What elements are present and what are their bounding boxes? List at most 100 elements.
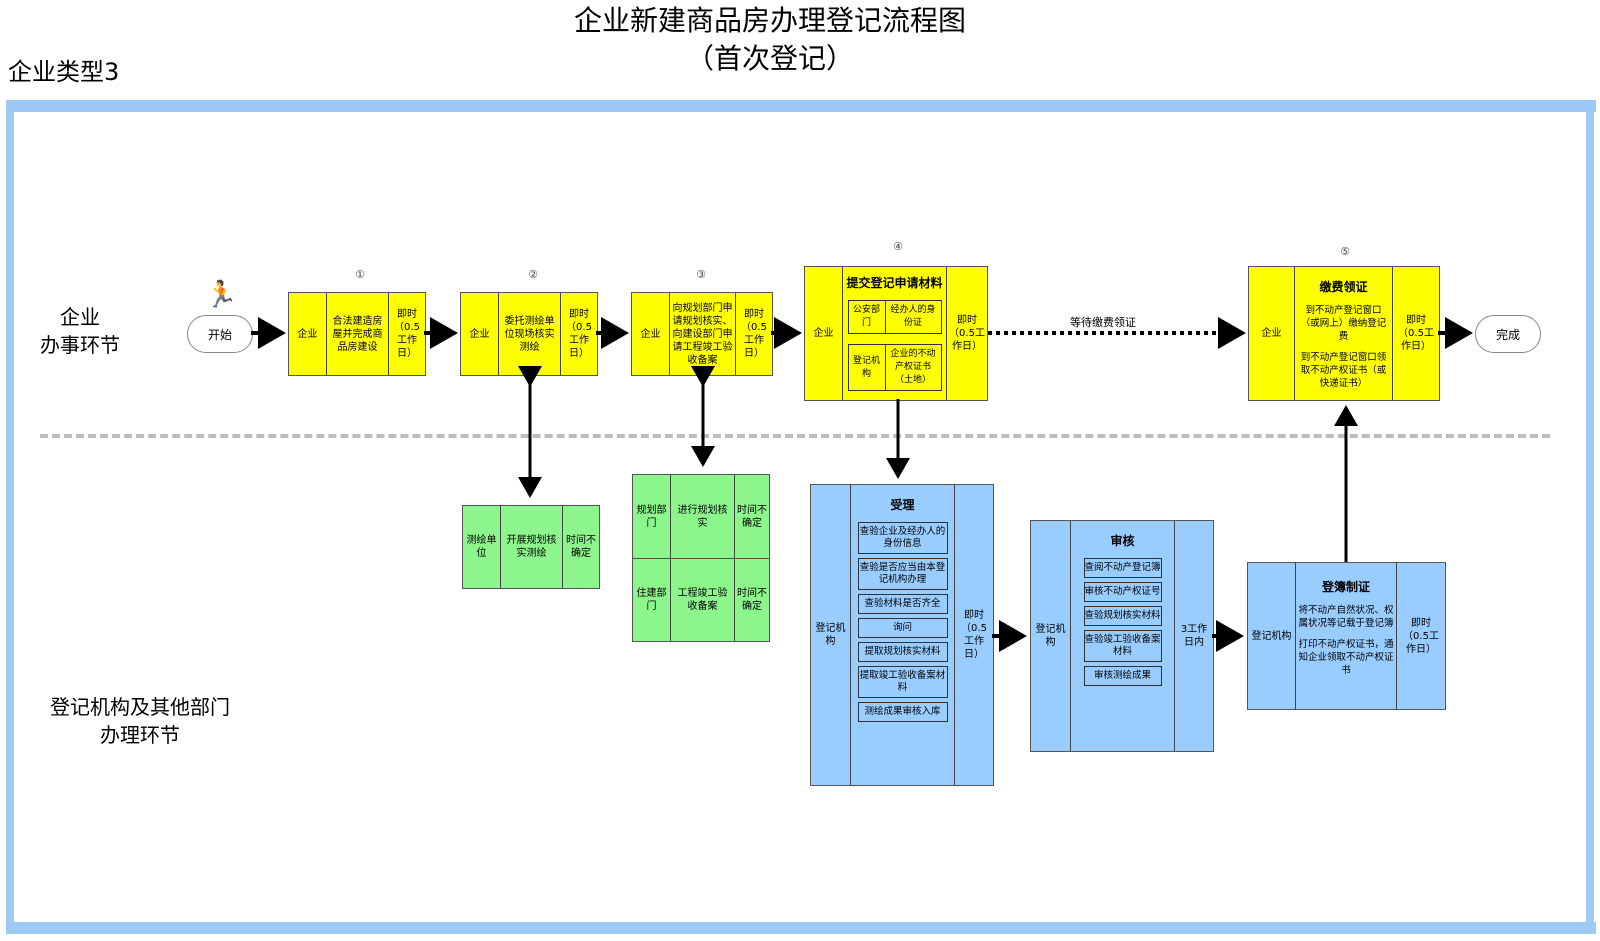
accept-box[interactable]: 登记机构 受理 查验企业及经办人的身份信息查验是否应当由本登记机构办理查验材料是… <box>810 484 994 786</box>
step-5-content: 缴费领证 到不动产登记窗口（或网上）缴纳登记费 到不动产登记窗口领取不动产权证书… <box>1295 267 1393 400</box>
wait-label: 等待缴费领证 <box>1070 316 1136 329</box>
accept-heading: 受理 <box>890 498 915 512</box>
step-1-task: 合法建造房屋并完成商品房建设 <box>327 293 389 375</box>
lane-top-line1: 企业 <box>60 305 100 329</box>
accept-items: 查验企业及经办人的身份信息查验是否应当由本登记机构办理查验材料是否齐全询问提取规… <box>857 518 948 726</box>
review-heading: 审核 <box>1110 534 1135 548</box>
step-number-4: ④ <box>893 240 903 253</box>
frame-border-bottom <box>6 922 1596 934</box>
register-time: 即时（0.5工作日） <box>1403 617 1439 655</box>
register-para-2: 打印不动产权证书，通知企业领取不动产权证书 <box>1298 639 1394 676</box>
end-node[interactable]: 完成 <box>1475 315 1541 353</box>
frame-border-left <box>6 100 14 925</box>
register-heading: 登簿制证 <box>1321 580 1370 594</box>
step-4-actor: 企业 <box>805 267 843 400</box>
sub-dept: 公安部门 <box>849 301 886 333</box>
departments-box[interactable]: 规划部门 进行规划核实 时间不确定 住建部门 工程竣工验收备案 时间不确定 <box>632 474 770 642</box>
accept-item: 提取规划核实材料 <box>857 642 948 662</box>
review-item: 查阅不动产登记簿 <box>1083 558 1162 578</box>
dept-actor: 住建部门 <box>633 559 671 641</box>
step-3-time: 即时（0.5工作日） <box>741 309 767 359</box>
step-2-actor: 企业 <box>461 293 499 375</box>
survey-unit-box[interactable]: 测绘单位 开展规划核实测绘 时间不确定 <box>462 505 600 589</box>
lane-label-registry: 登记机构及其他部门 办理环节 <box>40 693 240 749</box>
step-1-box[interactable]: 企业 合法建造房屋并完成商品房建设 即时（0.5工作日） <box>288 292 426 376</box>
step-5-para-2: 到不动产登记窗口领取不动产权证书（或快递证书） <box>1300 352 1387 389</box>
dept-task: 工程竣工验收备案 <box>671 559 735 641</box>
title-line1: 企业新建商品房办理登记流程图 <box>573 4 966 37</box>
step-number-5: ⑤ <box>1340 245 1350 258</box>
step-5-box[interactable]: 企业 缴费领证 到不动产登记窗口（或网上）缴纳登记费 到不动产登记窗口领取不动产… <box>1248 266 1440 401</box>
survey-actor: 测绘单位 <box>463 506 501 588</box>
title-line2: （首次登记） <box>685 42 854 75</box>
step-number-2: ② <box>528 268 538 281</box>
accept-time: 即时（0.5工作日） <box>961 610 987 660</box>
review-item: 审核测绘成果 <box>1083 666 1162 686</box>
diagram-title: 企业新建商品房办理登记流程图 （首次登记） <box>0 2 1540 78</box>
step-1-time: 即时（0.5工作日） <box>394 309 420 359</box>
step-4-sub-row-2: 登记机构 企业的不动产权证书（土地） <box>847 344 942 391</box>
survey-time: 时间不确定 <box>566 535 596 559</box>
lane-label-enterprise: 企业 办事环节 <box>30 303 130 359</box>
dept-row-housing: 住建部门 工程竣工验收备案 时间不确定 <box>633 559 769 641</box>
step-3-actor: 企业 <box>632 293 670 375</box>
review-actor: 登记机构 <box>1031 521 1071 751</box>
dept-actor: 规划部门 <box>633 475 671 558</box>
step-number-3: ③ <box>696 268 706 281</box>
dept-task: 进行规划核实 <box>671 475 735 558</box>
review-content: 审核 查阅不动产登记簿审核不动产权证号查验规划核实材料查验竣工验收备案材料审核测… <box>1071 521 1175 751</box>
dept-row-planning: 规划部门 进行规划核实 时间不确定 <box>633 475 769 559</box>
step-4-content: 提交登记申请材料 公安部门 经办人的身份证 登记机构 企业的不动产权证书（土地） <box>843 267 947 400</box>
lane-top-line2: 办事环节 <box>40 333 120 357</box>
lane-divider <box>40 434 1550 438</box>
survey-task: 开展规划核实测绘 <box>501 506 563 588</box>
step-4-box[interactable]: 企业 提交登记申请材料 公安部门 经办人的身份证 登记机构 企业的不动产权证书（… <box>804 266 988 401</box>
step-number-1: ① <box>355 268 365 281</box>
frame-border-right <box>1586 100 1594 925</box>
running-person-icon: 🏃 <box>205 280 238 310</box>
accept-item: 查验是否应当由本登记机构办理 <box>857 558 948 590</box>
step-4-sub-row-1: 公安部门 经办人的身份证 <box>847 300 942 334</box>
accept-item: 测绘成果审核入库 <box>857 702 948 722</box>
step-2-task: 委托测绘单位现场核实测绘 <box>499 293 561 375</box>
end-label: 完成 <box>1495 327 1520 342</box>
register-actor: 登记机构 <box>1248 563 1296 709</box>
accept-item: 查验材料是否齐全 <box>857 594 948 614</box>
frame-border-top <box>6 100 1596 112</box>
accept-content: 受理 查验企业及经办人的身份信息查验是否应当由本登记机构办理查验材料是否齐全询问… <box>851 485 955 785</box>
step-4-time: 即时（0.5工作日） <box>949 315 985 352</box>
step-5-heading: 缴费领证 <box>1319 280 1368 294</box>
step-2-box[interactable]: 企业 委托测绘单位现场核实测绘 即时（0.5工作日） <box>460 292 598 376</box>
accept-item: 查验企业及经办人的身份信息 <box>857 522 948 554</box>
step-2-time: 即时（0.5工作日） <box>566 309 592 359</box>
accept-item: 询问 <box>857 618 948 638</box>
sub-dept: 登记机构 <box>849 345 886 390</box>
start-label: 开始 <box>207 327 232 342</box>
accept-actor: 登记机构 <box>811 485 851 785</box>
step-5-para-1: 到不动产登记窗口（或网上）缴纳登记费 <box>1300 305 1387 342</box>
accept-item: 提取竣工验收备案材料 <box>857 666 948 698</box>
lane-bottom-line2: 办理环节 <box>100 723 180 747</box>
register-para-1: 将不动产自然状况、权属状况等记载于登记簿 <box>1298 605 1394 629</box>
step-1-actor: 企业 <box>289 293 327 375</box>
enterprise-type-label: 企业类型3 <box>8 58 120 86</box>
dept-time: 时间不确定 <box>737 504 767 529</box>
review-item: 查验竣工验收备案材料 <box>1083 630 1162 662</box>
register-content: 登簿制证 将不动产自然状况、权属状况等记载于登记簿 打印不动产权证书，通知企业领… <box>1296 563 1397 709</box>
review-item: 审核不动产权证号 <box>1083 582 1162 602</box>
review-time: 3工作日内 <box>1180 624 1208 648</box>
review-box[interactable]: 登记机构 审核 查阅不动产登记簿审核不动产权证号查验规划核实材料查验竣工验收备案… <box>1030 520 1214 752</box>
step-3-task: 向规划部门申请规划核实、向建设部门申请工程竣工验收备案 <box>670 293 736 375</box>
start-node[interactable]: 开始 <box>187 315 253 353</box>
step-5-actor: 企业 <box>1249 267 1295 400</box>
step-5-time: 即时（0.5工作日） <box>1398 315 1434 352</box>
step-4-heading: 提交登记申请材料 <box>846 276 943 290</box>
dept-time: 时间不确定 <box>737 588 767 612</box>
register-box[interactable]: 登记机构 登簿制证 将不动产自然状况、权属状况等记载于登记簿 打印不动产权证书，… <box>1247 562 1446 710</box>
review-item: 查验规划核实材料 <box>1083 606 1162 626</box>
sub-doc: 经办人的身份证 <box>890 305 936 328</box>
review-items: 查阅不动产登记簿审核不动产权证号查验规划核实材料查验竣工验收备案材料审核测绘成果 <box>1083 554 1162 690</box>
lane-bottom-line1: 登记机构及其他部门 <box>50 695 230 719</box>
sub-doc: 企业的不动产权证书（土地） <box>890 349 936 385</box>
